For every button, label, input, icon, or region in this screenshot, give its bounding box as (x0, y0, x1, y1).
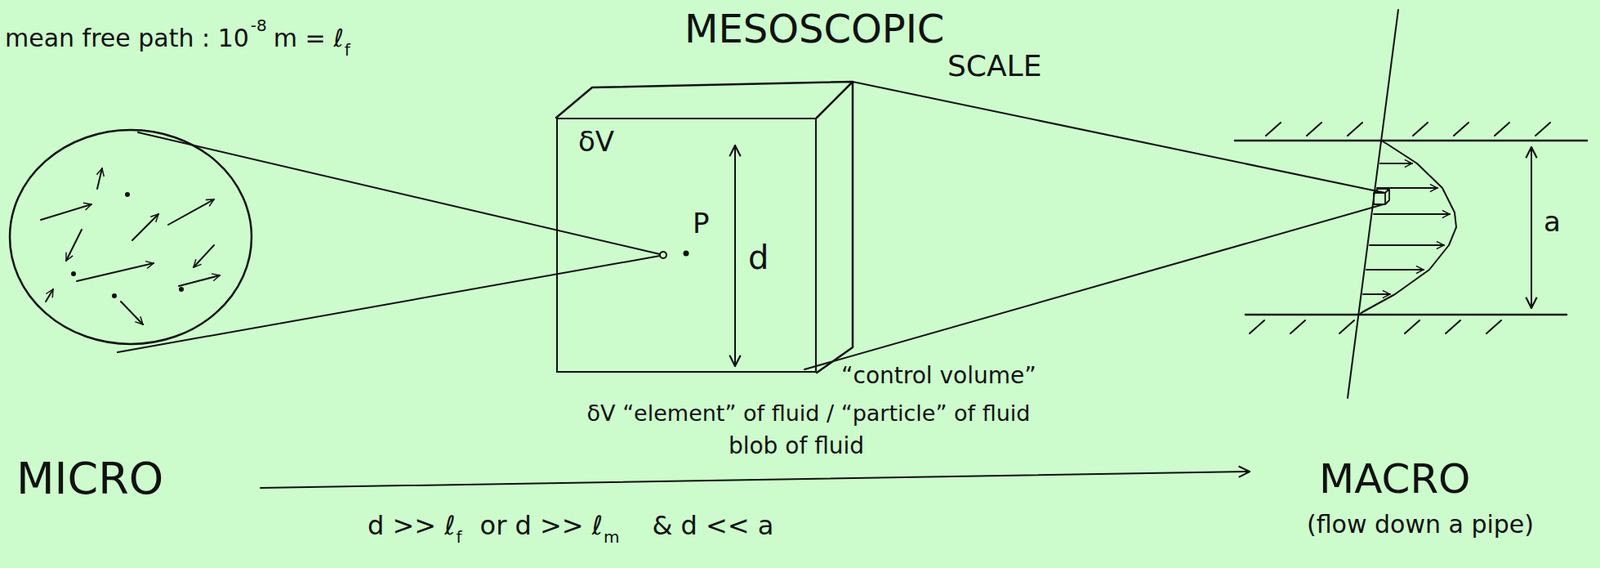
velocity-arrow (1366, 268, 1424, 271)
wall-hatching (1265, 122, 1551, 136)
scale-arrow (260, 471, 1250, 488)
note-text: m = ℓ (273, 24, 344, 54)
annotation: blob of fluid (728, 432, 865, 460)
velocity-arrow (1369, 244, 1445, 246)
fluid-element-icon (1373, 188, 1390, 205)
zoom-line (852, 81, 1386, 193)
exponent: -8 (250, 16, 268, 36)
zoom-line (804, 204, 1384, 370)
subscript: f (456, 527, 463, 547)
volume-label: δV (578, 125, 615, 158)
velocity-arrow (1363, 293, 1391, 295)
molecule-arrow (178, 275, 220, 286)
title-text: SCALE (947, 49, 1042, 83)
dimension-arrow (1530, 147, 1533, 308)
molecule-arrow (168, 199, 214, 225)
wall-hatching (1249, 320, 1502, 334)
title-text: MESOSCOPIC (684, 6, 945, 52)
velocity-arrow (1373, 213, 1450, 215)
subscript: m (603, 527, 620, 547)
note-text: mean free path : 10 (4, 24, 250, 54)
molecule-arrow (120, 301, 143, 325)
condition-text: or d >> ℓ (480, 510, 603, 541)
section-line (1347, 9, 1399, 398)
scale-label: MACRO (1319, 455, 1471, 504)
point-label: P (692, 207, 710, 240)
molecule-arrow (66, 229, 82, 261)
pipe-wall (1234, 139, 1587, 143)
condition-text: d >> ℓ (367, 510, 456, 541)
molecule-arrow (193, 245, 214, 268)
cube-edges (556, 81, 853, 373)
molecule-dot (178, 286, 184, 292)
velocity-arrow (1380, 162, 1413, 165)
annotation: (flow down a pipe) (1306, 510, 1534, 540)
molecule-arrow (76, 262, 154, 281)
molecule-region (9, 129, 252, 344)
molecule-arrow (40, 204, 92, 220)
dimension-arrow (734, 145, 736, 366)
pipe-wall (1245, 313, 1567, 317)
dimension-label: d (748, 238, 769, 277)
molecule-arrow (97, 168, 103, 189)
point-dot (683, 250, 690, 257)
scale-label: MICRO (16, 453, 164, 504)
molecule-arrow (132, 213, 159, 241)
molecule-dot (111, 293, 117, 299)
dimension-label: a (1543, 205, 1561, 238)
condition-text: & d << a (651, 510, 774, 541)
molecule-arrow (45, 289, 54, 302)
zoom-line (117, 255, 660, 353)
molecule-dot (71, 271, 76, 277)
molecule-dot (124, 191, 130, 197)
velocity-profile (1359, 140, 1457, 315)
zoom-point (659, 251, 667, 259)
subscript: f (344, 40, 351, 60)
annotation: “control volume” (841, 362, 1037, 389)
control-volume-box: δV Pd (556, 117, 817, 373)
annotation: δV “element” of fluid / “particle” of fl… (587, 400, 1031, 426)
